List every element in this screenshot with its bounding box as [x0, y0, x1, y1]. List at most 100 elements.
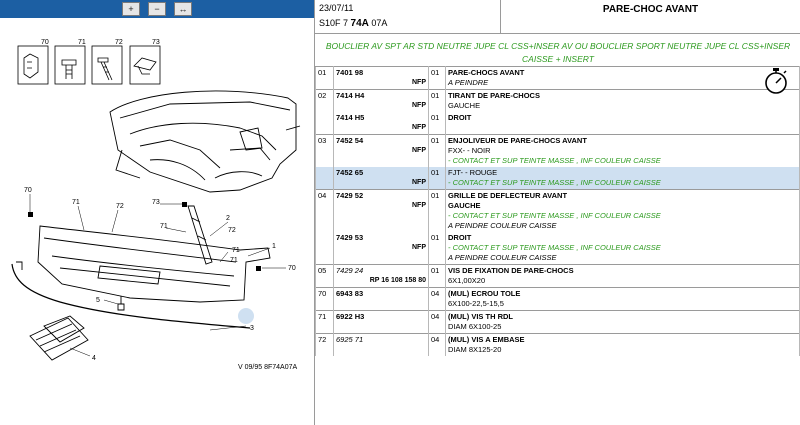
part-ref-status: NFP	[412, 124, 426, 131]
zoom-in-button[interactable]: +	[122, 2, 140, 16]
part-reference[interactable]: 7414 H4 NFP	[333, 89, 429, 112]
part-ref-status: NFP	[412, 102, 426, 109]
callout-3: 3	[250, 325, 254, 332]
part-ref-code: 7414 H4	[336, 91, 365, 100]
part-reference[interactable]: 7452 54 NFP	[333, 134, 429, 167]
thumb-label-73: 73	[152, 39, 160, 46]
callout-72-right: 72	[228, 227, 236, 234]
part-title: DROIT	[448, 113, 472, 122]
zoom-toolbar: + − ↔	[0, 0, 314, 18]
part-title: VIS DE FIXATION DE PARE-CHOCS	[448, 266, 574, 275]
thumb-frame-70[interactable]	[17, 45, 49, 85]
zoom-fit-button[interactable]: ↔	[174, 2, 192, 16]
part-detail: GAUCHE	[448, 101, 481, 110]
header-divider	[500, 0, 501, 33]
zoom-in-icon: +	[128, 4, 134, 14]
part-detail: - CONTACT ET SUP TEINTE MASSE , INF COUL…	[448, 178, 661, 187]
group-number: 02	[315, 89, 334, 112]
part-ref-code: 7452 65	[336, 168, 364, 177]
clip-73-icon	[133, 57, 157, 75]
screw-72-icon	[97, 57, 113, 81]
parts-panel: 23/07/11 S10F 7 74A 07A PARE-CHOC AVANT …	[315, 0, 800, 425]
part-reference[interactable]: 7414 H5 NFP	[333, 112, 429, 135]
callout-71-lower: 71	[230, 257, 238, 264]
thumb-label-72: 72	[115, 39, 123, 46]
thumbnail-labels: 70 71 72 73	[41, 39, 160, 46]
part-ref-code: 7452 54	[336, 136, 364, 145]
part-ref-code: 7429 53	[336, 233, 364, 242]
group-number: 70	[315, 287, 334, 311]
part-ref-status: NFP	[412, 202, 426, 209]
part-ref-status: RP 16 108 158 80	[369, 277, 426, 284]
callout-2: 2	[226, 215, 230, 222]
part-title: ENJOLIVEUR DE PARE-CHOCS AVANT	[448, 136, 587, 145]
part-quantity: 01	[428, 232, 446, 265]
callout-70-right: 70	[288, 265, 296, 272]
callout-71-right: 71	[232, 247, 240, 254]
thumb-frame-71[interactable]	[54, 45, 86, 85]
part-detail: 6X100-22,5-15,5	[448, 299, 504, 308]
thumb-label-70: 70	[41, 39, 49, 46]
part-reference[interactable]: 6925 71	[333, 333, 429, 356]
leader-lines	[29, 194, 286, 357]
part-detail: A PEINDRE COULEUR CAISSE	[448, 253, 557, 262]
part-quantity: 04	[428, 333, 446, 356]
exploded-diagram[interactable]: 70 71 72 73	[0, 0, 314, 425]
part-quantity: 01	[428, 66, 446, 90]
part-description: FJT- - ROUGE- CONTACT ET SUP TEINTE MASS…	[445, 167, 800, 190]
part-title: PARE-CHOCS AVANT	[448, 68, 525, 77]
part-detail: DIAM 6X100-25	[448, 322, 502, 331]
part-quantity: 01	[428, 189, 446, 232]
thumb-label-71: 71	[78, 39, 86, 46]
part-reference[interactable]: 6922 H3	[333, 310, 429, 334]
zoom-out-button[interactable]: −	[148, 2, 166, 16]
part-title: (MUL) VIS TH RDL	[448, 312, 513, 321]
part-detail: 6X1,00X20	[448, 276, 486, 285]
part-title: TIRANT DE PARE-CHOCS	[448, 91, 540, 100]
part-detail: - CONTACT ET SUP TEINTE MASSE , INF COUL…	[448, 156, 661, 165]
nut-clip-icon	[23, 53, 39, 79]
part-title: GRILLE DE DEFLECTEUR AVANT	[448, 191, 568, 200]
part-quantity: 01	[428, 89, 446, 112]
part-reference[interactable]: 6943 83	[333, 287, 429, 311]
callout-71-left: 71	[72, 199, 80, 206]
diagram-panel: + − ↔ 70 71 72 73	[0, 0, 315, 425]
catalog-date: 23/07/11	[319, 3, 354, 13]
zoom-out-icon: −	[154, 4, 160, 14]
part-ref-code: 7414 H5	[336, 113, 365, 122]
part-quantity: 04	[428, 287, 446, 311]
part-ref-code: 6943 83	[336, 289, 364, 298]
part-detail: GAUCHE	[448, 201, 481, 210]
part-ref-status: NFP	[412, 147, 426, 154]
catalog-reference: S10F 7 74A 07A	[319, 18, 387, 29]
part-ref-status: NFP	[412, 79, 426, 86]
thumb-frame-72[interactable]	[91, 45, 123, 85]
part-title: (MUL) ECROU TOLE	[448, 289, 521, 298]
thumb-frame-73[interactable]	[129, 45, 161, 85]
part-description: DROIT- CONTACT ET SUP TEINTE MASSE , INF…	[445, 232, 800, 265]
part-description: DROIT	[445, 112, 800, 135]
group-number: 01	[315, 66, 334, 90]
zoom-fit-icon: ↔	[178, 4, 188, 14]
stopwatch-icon[interactable]	[762, 66, 790, 96]
part-quantity: 01	[428, 112, 446, 135]
